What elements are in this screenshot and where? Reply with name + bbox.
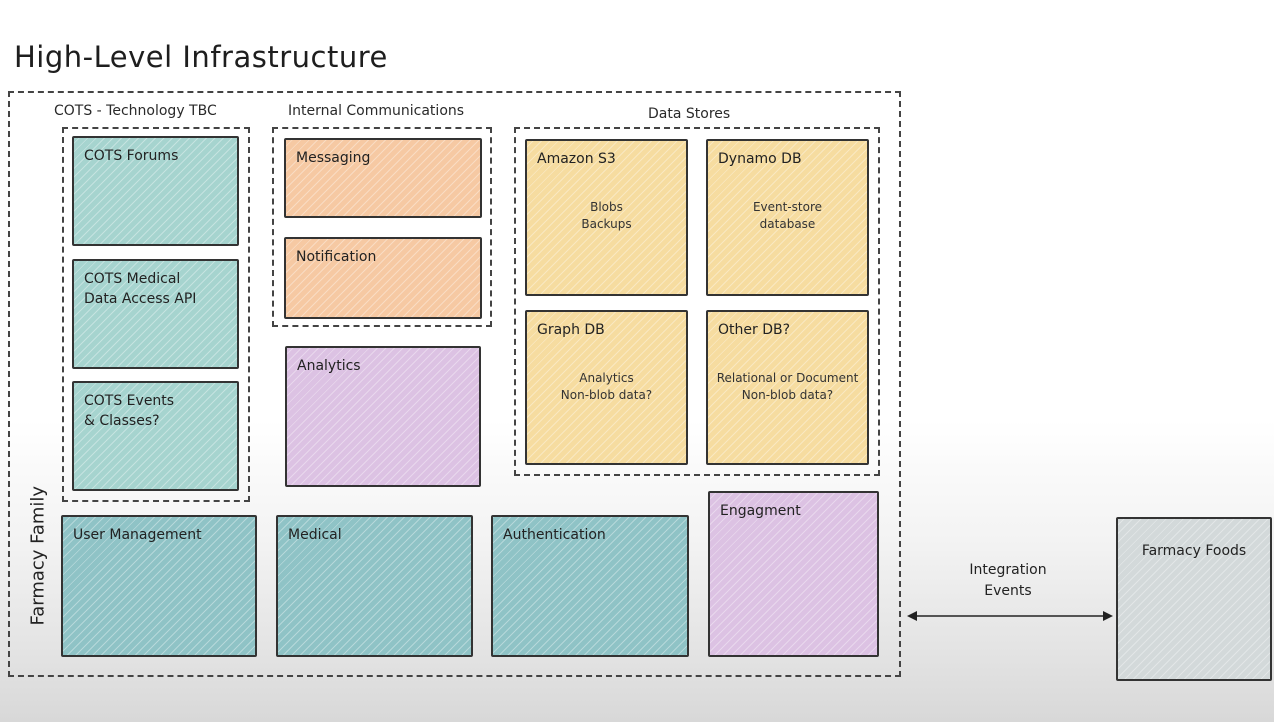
notification-label: Notification — [296, 249, 377, 265]
stores-group-boundary — [514, 127, 880, 476]
authentication-label: Authentication — [503, 527, 606, 543]
stores-group-label: Data Stores — [648, 106, 731, 122]
cots-medical-api-label: COTS Medical Data Access API — [84, 271, 197, 308]
comms-group-boundary — [272, 127, 492, 327]
engagement-label: Engagment — [720, 503, 801, 519]
farmacy-foods-box[interactable]: Farmacy Foods — [1116, 517, 1272, 681]
amazon-s3-box[interactable]: Amazon S3 Blobs Backups — [525, 139, 688, 296]
analytics-label: Analytics — [297, 358, 361, 374]
cots-group-label: COTS - Technology TBC — [54, 103, 217, 119]
dynamo-db-label: Dynamo DB — [718, 151, 802, 167]
amazon-s3-label: Amazon S3 — [537, 151, 616, 167]
other-db-description: Relational or Document Non-blob data? — [716, 371, 859, 402]
cots-events-label: COTS Events & Classes? — [84, 393, 175, 430]
user-management-box[interactable]: User Management — [61, 515, 257, 657]
amazon-s3-description: Blobs Backups — [581, 200, 632, 231]
cots-group-boundary — [62, 127, 250, 502]
messaging-label: Messaging — [296, 150, 371, 166]
messaging-box[interactable]: Messaging — [284, 138, 482, 218]
dynamo-db-box[interactable]: Dynamo DB Event-store database — [706, 139, 869, 296]
other-db-label: Other DB? — [718, 322, 791, 338]
page-title: High-Level Infrastructure — [14, 40, 388, 74]
medical-label: Medical — [288, 527, 342, 543]
farmacy-family-boundary — [8, 91, 901, 677]
cots-medical-api-box[interactable]: COTS Medical Data Access API — [72, 259, 239, 369]
arrow-head-right — [1103, 611, 1113, 621]
integration-events-label: Integration Events — [969, 562, 1047, 599]
authentication-box[interactable]: Authentication — [491, 515, 689, 657]
cots-events-box[interactable]: COTS Events & Classes? — [72, 381, 239, 491]
graph-db-box[interactable]: Graph DB Analytics Non-blob data? — [525, 310, 688, 465]
graph-db-label: Graph DB — [537, 322, 605, 338]
notification-box[interactable]: Notification — [284, 237, 482, 319]
medical-box[interactable]: Medical — [276, 515, 473, 657]
integration-arrow — [907, 611, 1113, 621]
cots-forums-box[interactable]: COTS Forums — [72, 136, 239, 246]
graph-db-description: Analytics Non-blob data? — [560, 371, 653, 402]
engagement-box[interactable]: Engagment — [708, 491, 879, 657]
comms-group-label: Internal Communications — [288, 103, 465, 119]
other-db-box[interactable]: Other DB? Relational or Document Non-blo… — [706, 310, 869, 465]
dynamo-db-description: Event-store database — [752, 200, 823, 231]
farmacy-family-label: Farmacy Family — [27, 485, 49, 626]
farmacy-foods-label: Farmacy Foods — [1141, 543, 1247, 559]
analytics-box[interactable]: Analytics — [285, 346, 481, 487]
arrow-head-left — [907, 611, 917, 621]
user-management-label: User Management — [73, 527, 202, 543]
cots-forums-label: COTS Forums — [84, 148, 179, 164]
